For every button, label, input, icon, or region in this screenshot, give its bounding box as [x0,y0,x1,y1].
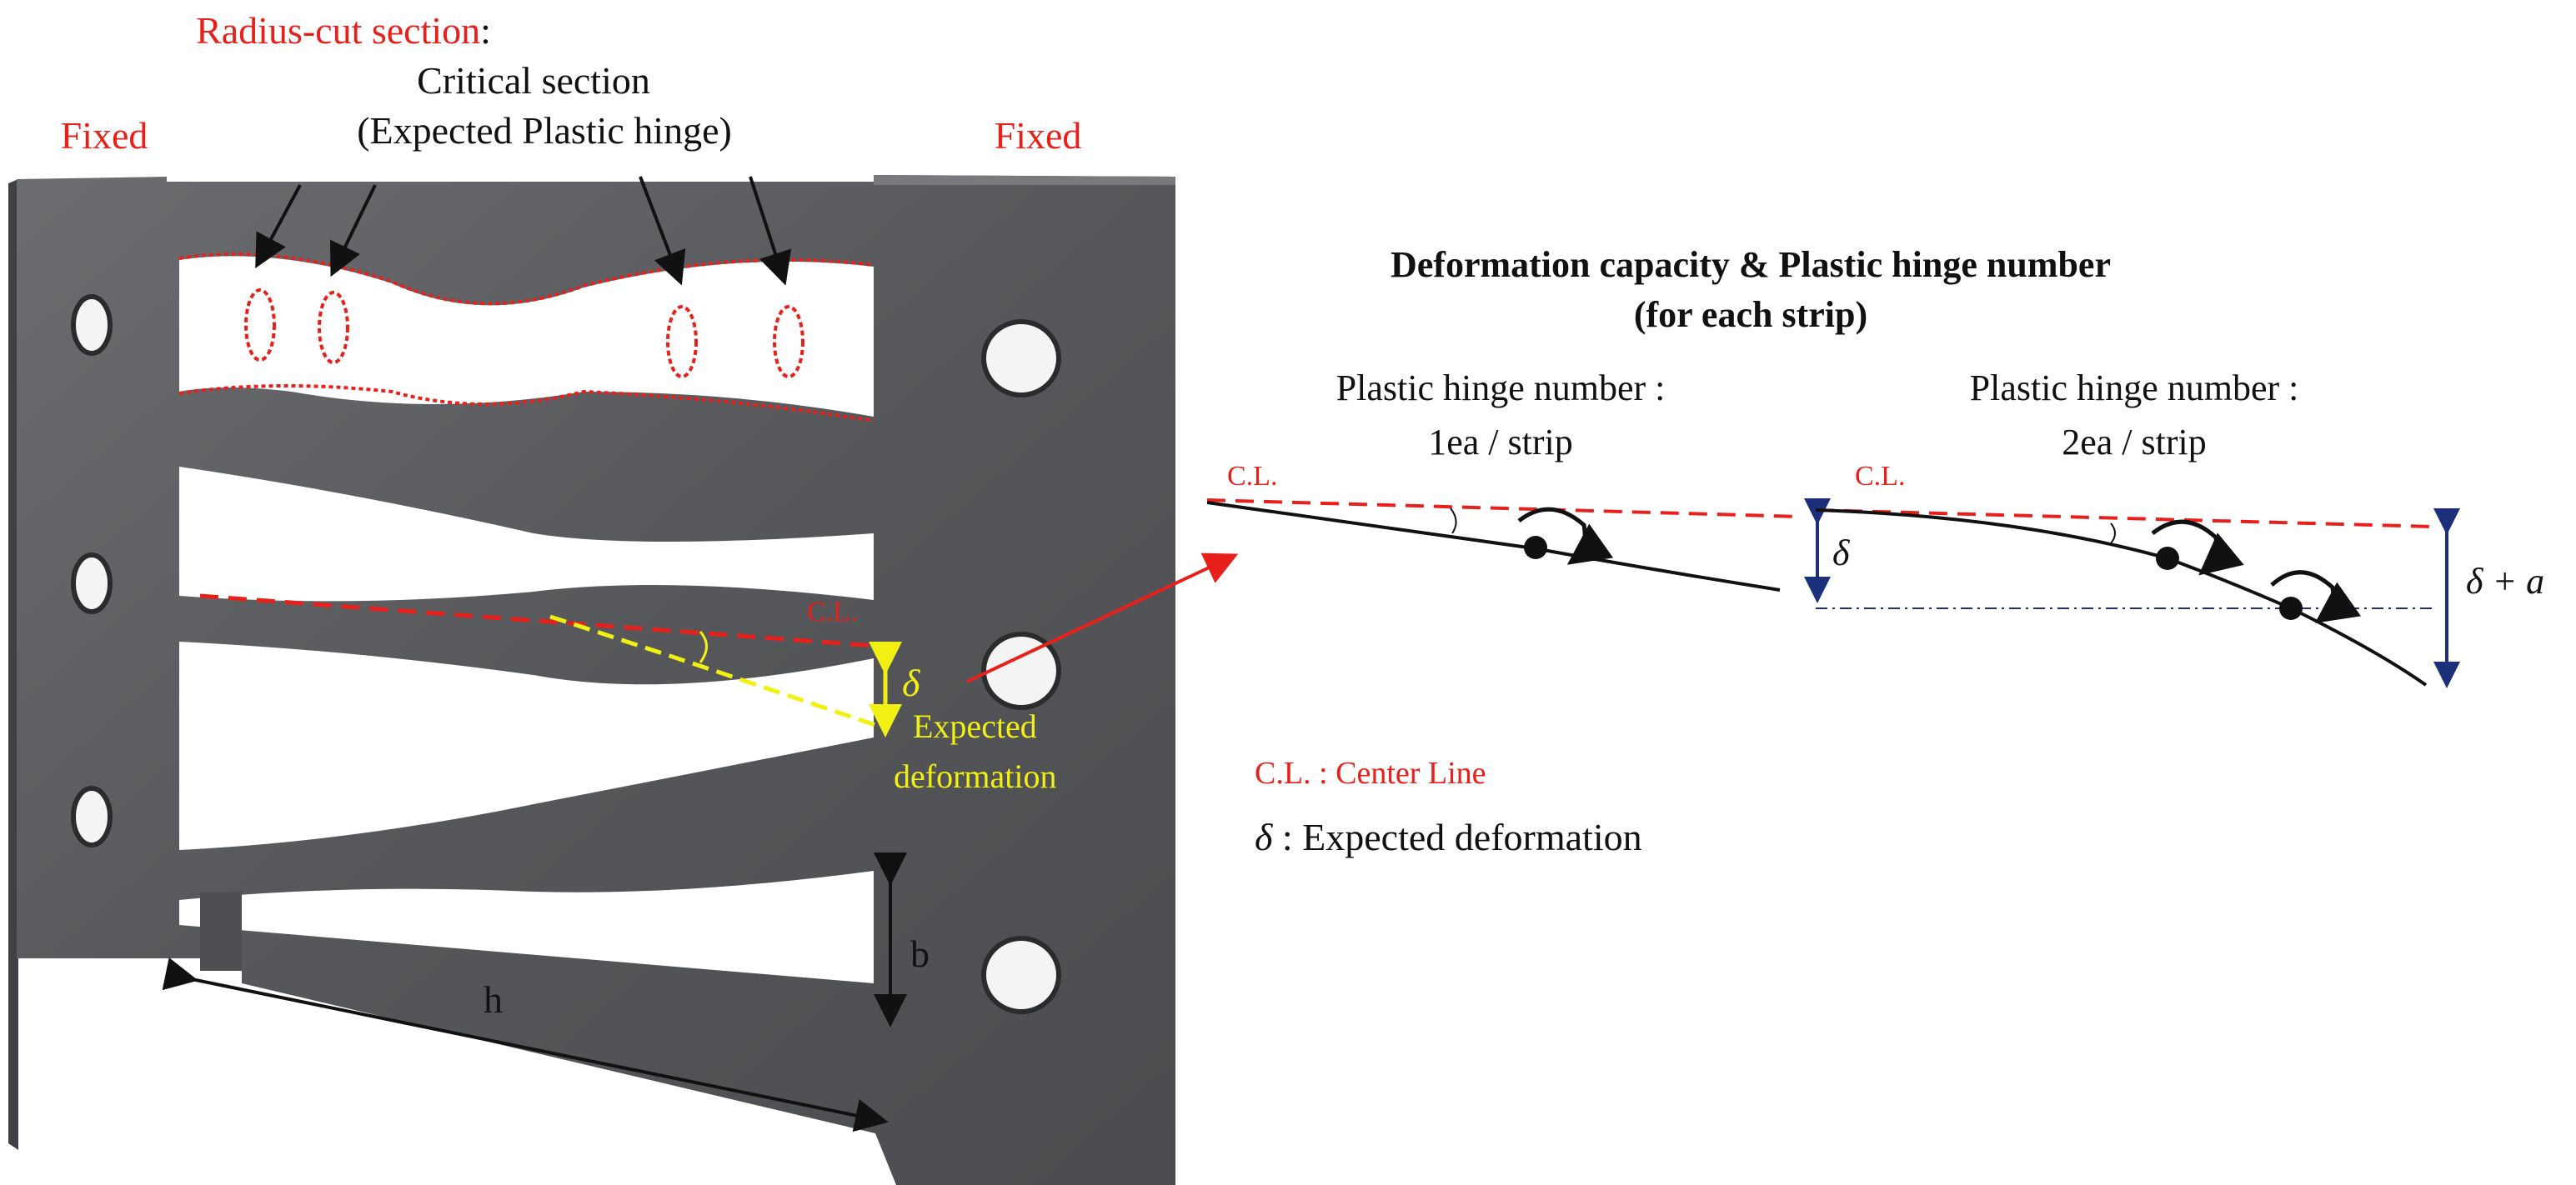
right-moment-arrow-2 [2270,570,2362,623]
bolt-hole [981,319,1061,398]
deflection-angle-arc [699,631,708,663]
pointer-arrow [255,184,302,269]
label-expected-deformation-1: Expected [913,708,1037,745]
pointer-arrow [749,176,792,286]
left-plastic-hinge [1524,536,1547,559]
diagram-title-line1: Deformation capacity & Plastic hinge num… [1391,244,2111,285]
label-dimension-b: b [910,932,930,975]
label-dimension-h: h [484,978,503,1021]
label-critical-section: Critical section [417,59,650,102]
dimension-h-arrow [162,957,889,1132]
left-angle-arc [1450,508,1457,534]
pointer-arrow [329,184,377,278]
critical-sections [244,288,804,378]
right-angle-arc [2110,522,2116,544]
bolt-hole [71,786,113,848]
label-radius-colon: : [480,9,491,52]
left-center-line [1206,498,1802,518]
legend-center-line: C.L. : Center Line [1255,756,1486,791]
radius-cut-outline-top [178,252,875,306]
critical-section-arrows [255,176,792,286]
diagram-title-line2: (for each strip) [1634,294,1867,335]
critical-section-ellipse [773,305,804,378]
left-moment-arrow [1517,507,1614,565]
label-radius-cut: Radius-cut section: [196,9,491,52]
right-center-line [1815,508,2435,528]
bolt-hole [71,294,113,356]
label-radius-cut-text: Radius-cut section [196,9,480,52]
right-heading-2: 2ea / strip [2062,422,2207,462]
label-expected-plastic-hinge: (Expected Plastic hinge) [357,109,732,152]
label-fixed-right: Fixed [995,114,1082,157]
plastic-hinge-diagram: Deformation capacity & Plastic hinge num… [1206,244,2544,858]
legend-delta-text: : Expected deformation [1272,816,1641,858]
critical-section-ellipse [666,305,698,378]
right-plastic-hinge-1 [2156,547,2179,570]
left-heading-1: Plastic hinge number : [1336,368,1666,408]
plate-right-top [874,175,1175,185]
steel-plate-photo: Radius-cut section: Critical section (Ex… [8,9,1239,1185]
plate-left-edge [8,179,18,1150]
pointer-arrow [639,176,686,286]
critical-section-ellipse [244,288,276,362]
left-center-line-label: C.L. [1227,461,1277,492]
plate-bottom-stub [200,892,242,971]
label-photo-delta: δ [902,662,920,704]
left-deformed-strip [1206,501,1781,592]
bolt-hole [981,936,1061,1014]
label-expected-deformation-2: deformation [894,758,1057,795]
right-moment-arrow-1 [2151,519,2244,576]
expected-deformation-line [549,614,876,728]
right-heading-1: Plastic hinge number : [1970,368,2299,408]
right-center-line-label: C.L. [1855,461,1905,492]
bolt-hole [71,552,113,614]
legend-delta-symbol: δ [1255,816,1273,858]
right-delta-plus-a-label: δ + a [2466,561,2544,602]
right-deformed-strip [1815,508,2428,687]
label-photo-center-line: C.L. [807,597,857,628]
pointer-to-diagram [966,552,1239,683]
left-delta-label: δ [1832,532,1851,573]
bolt-holes [71,294,1061,1014]
label-fixed-left: Fixed [61,114,148,157]
legend-expected-deformation: δ : Expected deformation [1255,816,1642,858]
left-heading-2: 1ea / strip [1428,422,1573,462]
critical-section-ellipse [318,291,349,364]
bolt-hole [981,632,1061,710]
right-plastic-hinge-2 [2279,597,2303,620]
